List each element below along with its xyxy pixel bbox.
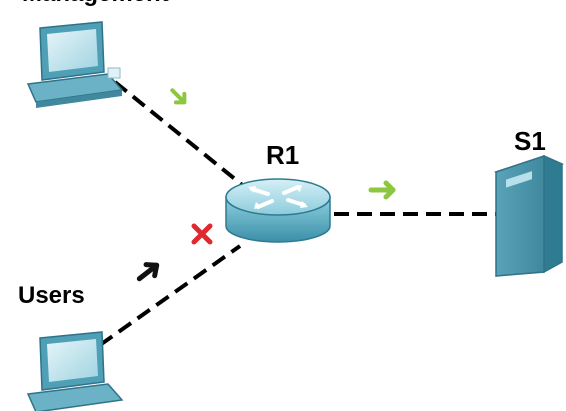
x-icon-denied: [191, 223, 213, 245]
pc-icon-management: [26, 21, 124, 108]
arrow-icon-r1-s1: [368, 180, 396, 200]
label-s1: S1: [514, 126, 546, 156]
link-management-r1: [113, 80, 248, 190]
arrow-icon-users: [136, 262, 160, 282]
arrow-icon-management: [170, 88, 187, 105]
pc-icon-users: [26, 331, 124, 411]
router-icon-r1: [225, 178, 331, 243]
server-icon-s1: [493, 154, 565, 277]
label-users: Users: [18, 282, 85, 309]
label-management: Management: [22, 0, 169, 8]
link-users-r1: [98, 244, 242, 347]
label-r1: R1: [266, 140, 300, 170]
